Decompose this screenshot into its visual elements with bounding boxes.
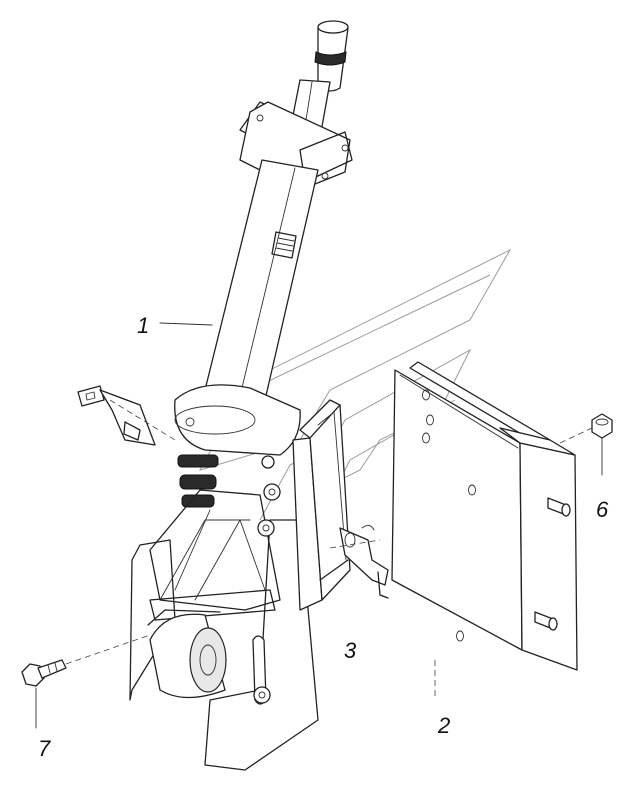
callout-label-7: 7 (38, 736, 51, 761)
channel-rail-part-3 (292, 399, 351, 611)
callout-label-2: 2 (437, 713, 450, 738)
leader-line-3 (329, 539, 381, 549)
leader-line-1 (159, 322, 213, 326)
mounting-plate-part-2 (339, 361, 578, 671)
clip-bracket-left (77, 385, 176, 446)
callout-label-1: 1 (137, 313, 149, 338)
nut-part-6 (559, 413, 613, 476)
lower-bracket-frame (129, 455, 319, 771)
callout-label-3: 3 (344, 638, 357, 663)
steering-column-part-1 (174, 20, 353, 508)
bolt-part-7 (21, 634, 151, 729)
leader-lines (159, 322, 436, 700)
callout-label-6: 6 (596, 497, 609, 522)
callout-labels: 1 2 3 6 7 (38, 313, 609, 761)
